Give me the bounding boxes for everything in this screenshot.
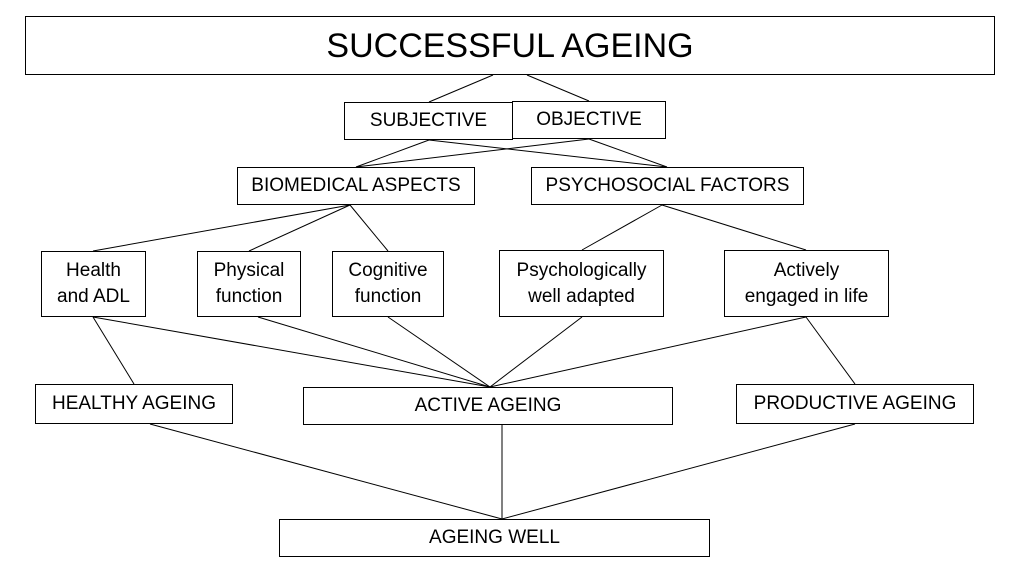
connector-physical-active — [257, 316, 491, 388]
subjective-text: SUBJECTIVE — [369, 110, 488, 132]
connector-psychological-active — [489, 316, 583, 388]
connector-subjective-psychosocial — [428, 139, 668, 168]
ageing-well-text: AGEING WELL — [429, 527, 560, 549]
psychologically-well-adapted-text: Psychologically well adapted — [516, 259, 647, 307]
productive-ageing-box: PRODUCTIVE AGEING — [736, 384, 974, 424]
psychologically-well-adapted-box: Psychologically well adapted — [499, 250, 664, 317]
connector-objective-biomedical — [355, 138, 590, 168]
title-text: SUCCESSFUL AGEING — [326, 26, 694, 65]
subjective-box: SUBJECTIVE — [344, 102, 513, 140]
connector-biomedical-physical — [248, 204, 351, 252]
connector-title-subjective — [428, 74, 494, 103]
connector-psychosocial-psychological — [581, 204, 663, 251]
actively-engaged-box: Actively engaged in life — [724, 250, 889, 317]
cognitive-function-box: Cognitive function — [332, 251, 444, 317]
productive-ageing-text: PRODUCTIVE AGEING — [753, 393, 957, 415]
connector-health-healthy — [92, 316, 135, 385]
connector-biomedical-health — [92, 204, 351, 252]
connector-subjective-biomedical — [355, 139, 430, 168]
connector-engaged-active — [489, 316, 807, 388]
psychosocial-factors-text: PSYCHOSOCIAL FACTORS — [545, 175, 790, 197]
connector-engaged-productive — [805, 316, 856, 385]
healthy-ageing-box: HEALTHY AGEING — [35, 384, 233, 424]
title-box: SUCCESSFUL AGEING — [25, 16, 995, 75]
active-ageing-text: ACTIVE AGEING — [414, 395, 562, 417]
psychosocial-factors-box: PSYCHOSOCIAL FACTORS — [531, 167, 804, 205]
cognitive-function-text: Cognitive function — [348, 260, 428, 307]
objective-box: OBJECTIVE — [512, 101, 666, 139]
connector-health-active — [92, 316, 491, 388]
physical-function-box: Physical function — [197, 251, 301, 317]
physical-function-text: Physical function — [213, 260, 285, 307]
healthy-ageing-text: HEALTHY AGEING — [51, 393, 216, 415]
ageing-well-box: AGEING WELL — [279, 519, 710, 557]
objective-text: OBJECTIVE — [536, 109, 642, 131]
active-ageing-box: ACTIVE AGEING — [303, 387, 673, 425]
actively-engaged-text: Actively engaged in life — [744, 259, 869, 307]
connector-title-objective — [526, 74, 590, 102]
connector-objective-psychosocial — [588, 138, 668, 168]
connector-biomedical-cognitive — [349, 204, 389, 252]
biomedical-aspects-box: BIOMEDICAL ASPECTS — [237, 167, 475, 205]
health-adl-box: Health and ADL — [41, 251, 146, 317]
connector-cognitive-active — [387, 316, 491, 388]
connector-psychosocial-engaged — [661, 204, 807, 251]
health-adl-text: Health and ADL — [57, 260, 130, 307]
connector-healthy-ageingwell — [149, 423, 503, 520]
biomedical-aspects-text: BIOMEDICAL ASPECTS — [251, 175, 461, 197]
connector-productive-ageingwell — [501, 423, 856, 520]
